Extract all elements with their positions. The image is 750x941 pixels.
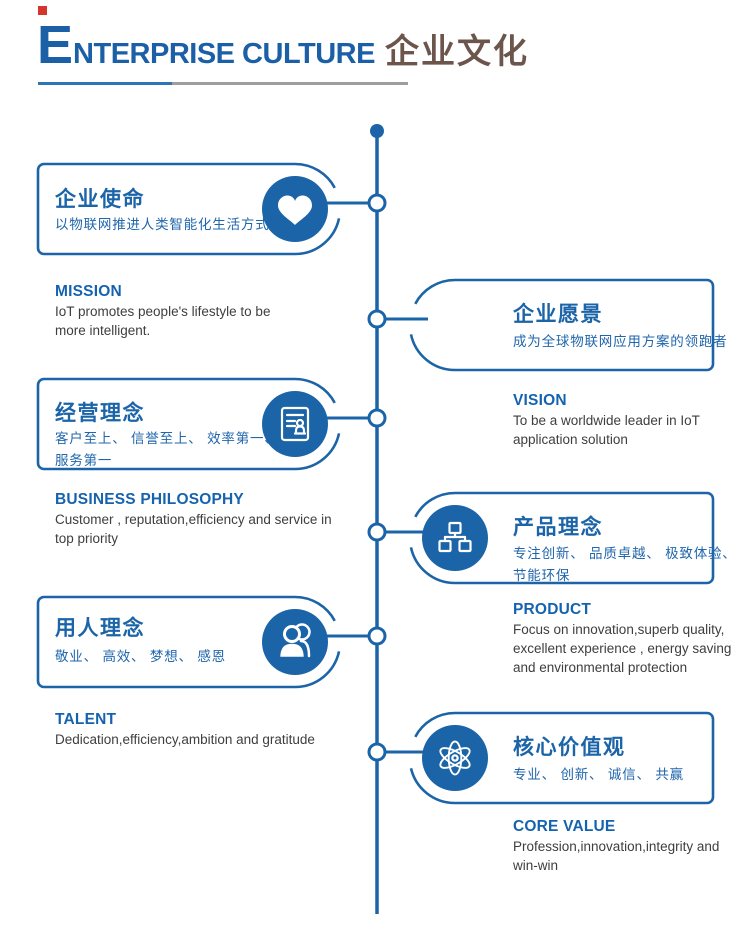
vision-card-outline: [409, 278, 715, 372]
paper-plane-icon: [437, 312, 472, 341]
title-underline-blue: [38, 82, 172, 85]
vision-title-cn: 企业愿景: [513, 303, 603, 326]
atom-icon: [422, 725, 488, 791]
document-person-icon: [262, 391, 328, 457]
title-underline-gray: [172, 82, 408, 85]
core-value-title-cn: 核心价值观: [513, 736, 626, 759]
business-title-en: BUSINESS PHILOSOPHY: [55, 491, 244, 508]
people-icon: [262, 609, 328, 675]
mission-body-en: IoT promotes people's lifestyle to be mo…: [55, 304, 271, 339]
timeline-node-product: [367, 522, 387, 542]
mission-card-outline: [36, 162, 341, 256]
mission-subtitle-cn: 以物联网推进人类智能化生活方式: [55, 217, 270, 232]
product-card-outline: [409, 491, 715, 585]
timeline-node-vision: [367, 309, 387, 329]
vision-subtitle-cn: 成为全球物联网应用方案的领跑者: [513, 334, 728, 349]
vision-body-en: To be a worldwide leader in IoT applicat…: [513, 413, 700, 448]
timeline-node-mission: [367, 193, 387, 213]
mission-title-en: MISSION: [55, 283, 122, 300]
red-accent-square: [38, 6, 47, 15]
business-body-en: Customer , reputation,efficiency and ser…: [55, 512, 332, 547]
core-value-title-en: CORE VALUE: [513, 818, 616, 835]
talent-card-outline: [36, 595, 341, 689]
core-value-subtitle-cn: 专业、 创新、 诚信、 共赢: [513, 767, 684, 782]
sitemap-icon: [422, 505, 488, 571]
core-value-card-outline: [409, 711, 715, 805]
vision-title-en: VISION: [513, 392, 567, 409]
timeline-node-talent: [367, 626, 387, 646]
talent-body-en: Dedication,efficiency,ambition and grati…: [55, 732, 315, 747]
core-value-body-en: Profession,innovation,integrity and win-…: [513, 839, 720, 874]
timeline-node-core-value: [367, 742, 387, 762]
business-card-outline: [36, 377, 341, 471]
title-chinese: 企业文化: [384, 33, 529, 71]
business-title-cn: 经营理念: [55, 402, 145, 425]
talent-title-en: TALENT: [55, 711, 117, 728]
product-title-cn: 产品理念: [513, 516, 603, 539]
page-title: E NTERPRISE CULTURE 企业文化: [37, 18, 529, 72]
business-subtitle-cn: 客户至上、 信誉至上、 效率第一、 服务第一: [55, 431, 279, 468]
product-body-en: Focus on innovation,superb quality, exce…: [513, 622, 732, 676]
timeline-start-dot: [370, 124, 384, 138]
talent-title-cn: 用人理念: [55, 617, 145, 640]
title-english: NTERPRISE CULTURE: [73, 38, 375, 70]
title-initial: E: [37, 15, 73, 75]
heart-icon: [262, 176, 328, 242]
product-title-en: PRODUCT: [513, 601, 592, 618]
mission-title-cn: 企业使命: [55, 188, 145, 211]
timeline-node-business: [367, 408, 387, 428]
talent-subtitle-cn: 敬业、 高效、 梦想、 感恩: [55, 649, 226, 664]
product-subtitle-cn: 专注创新、 品质卓越、 极致体验、 节能环保: [513, 546, 737, 583]
